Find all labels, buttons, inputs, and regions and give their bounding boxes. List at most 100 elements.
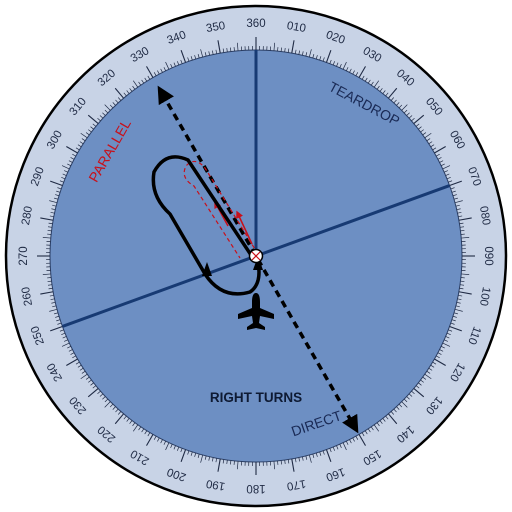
compass-tick [325, 449, 332, 462]
compass-tick [364, 77, 368, 82]
compass-tick [458, 294, 463, 297]
compass-tick [401, 104, 408, 111]
compass-tick [420, 129, 424, 133]
compass-tick [367, 428, 371, 433]
compass-tick [339, 64, 342, 68]
compass-tick [67, 345, 72, 349]
compass-tick [426, 138, 431, 142]
compass-tick [85, 132, 90, 136]
compass-tick [153, 72, 157, 76]
compass-tick [147, 432, 151, 437]
compass-tick [424, 373, 432, 380]
compass-tick [211, 50, 214, 55]
compass-tick [104, 104, 111, 111]
compass-tick [80, 132, 88, 139]
fix-icon [248, 248, 264, 264]
compass-tick [115, 408, 119, 413]
compass-tick [446, 332, 451, 335]
compass-tick [132, 424, 139, 432]
compass-tick [49, 308, 58, 312]
compass-tick [451, 319, 456, 322]
compass-tick [322, 450, 325, 455]
compass-tick [439, 160, 444, 163]
compass-tick [208, 456, 211, 461]
compass-tick [52, 204, 57, 207]
parallel-entry-track [183, 160, 259, 259]
compass-tick [90, 126, 94, 130]
compass-tick [197, 54, 200, 59]
compass-tick [129, 88, 133, 92]
compass-tick [47, 226, 53, 228]
compass-tick [308, 49, 312, 58]
compass-tick [440, 163, 445, 167]
compass-tick [79, 367, 84, 371]
compass-tick [99, 115, 104, 119]
compass-tick [437, 352, 442, 355]
airplane-icon [238, 293, 274, 330]
compass-tick [104, 401, 111, 408]
compass-tick [49, 294, 54, 297]
compass-tick [173, 445, 176, 450]
compass-tick [456, 208, 461, 211]
compass-tick [455, 305, 460, 308]
compass-label-350: 350 [205, 20, 226, 35]
compass-tick [61, 332, 66, 335]
compass-tick [382, 90, 386, 94]
compass-label-360: 360 [246, 18, 265, 30]
compass-tick [291, 458, 295, 472]
compass-tick [442, 342, 451, 347]
compass-tick [398, 403, 403, 408]
compass-label-100: 100 [477, 286, 492, 307]
compass-tick [138, 426, 142, 431]
compass-tick [393, 408, 397, 413]
compass-tick [66, 358, 78, 366]
compass-tick [355, 436, 359, 440]
compass-tick [408, 393, 413, 397]
compass-tick [160, 439, 163, 444]
compass-tick [85, 376, 90, 380]
direct-entry-arrow [157, 85, 359, 434]
compass-tick [157, 70, 160, 75]
compass-tick [345, 67, 349, 72]
compass-tick [75, 147, 80, 151]
compass-tick [349, 68, 352, 73]
compass-tick [177, 446, 180, 451]
compass-tick [437, 157, 442, 160]
compass-tick [361, 75, 365, 80]
compass-tick [436, 355, 440, 359]
compass-tick [422, 376, 427, 380]
compass-tick [88, 129, 92, 133]
compass-tick [138, 81, 142, 86]
compass-label-190: 190 [205, 477, 226, 492]
compass-tick [97, 117, 101, 122]
compass-tick [92, 385, 97, 389]
compass-tick [144, 430, 148, 435]
compass-tick [385, 415, 389, 420]
compass-tick [390, 411, 395, 415]
compass-tick [42, 237, 51, 239]
compass-tick [349, 439, 352, 444]
compass-tick [50, 298, 55, 301]
compass-tick [50, 325, 63, 332]
compass-tick [329, 448, 332, 453]
compass-tick [217, 458, 221, 472]
compass-tick [373, 80, 380, 88]
compass-tick [57, 187, 62, 190]
compass-tick [367, 79, 371, 84]
compass-tick [187, 57, 190, 62]
compass-tick [458, 217, 472, 221]
compass-tick [436, 153, 440, 157]
compass-tick [329, 59, 332, 64]
compass-tick [342, 61, 347, 70]
compass-tick [81, 370, 86, 374]
compass-tick [418, 382, 422, 386]
compass-tick [177, 61, 180, 66]
compass-tick [444, 339, 448, 342]
compass-tick [132, 85, 136, 90]
compass-tick [49, 200, 58, 204]
compass-tick [62, 336, 67, 339]
compass-tick [453, 197, 458, 200]
compass-tick [48, 287, 53, 290]
compass-tick [370, 426, 374, 431]
compass-tick [146, 66, 154, 78]
